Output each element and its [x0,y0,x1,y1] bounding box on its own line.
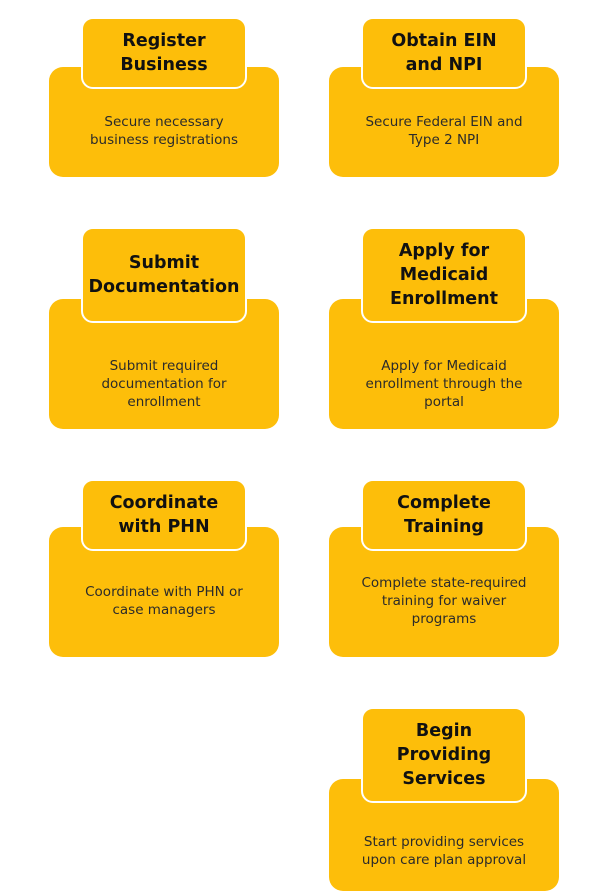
step-title: Begin Providing Services [361,707,527,803]
step-title: Obtain EIN and NPI [361,17,527,89]
step-title: Submit Documentation [81,227,247,323]
step-title: Register Business [81,17,247,89]
step-title: Apply for Medicaid Enrollment [361,227,527,323]
step-title: Coordinate with PHN [81,479,247,551]
step-title: Complete Training [361,479,527,551]
